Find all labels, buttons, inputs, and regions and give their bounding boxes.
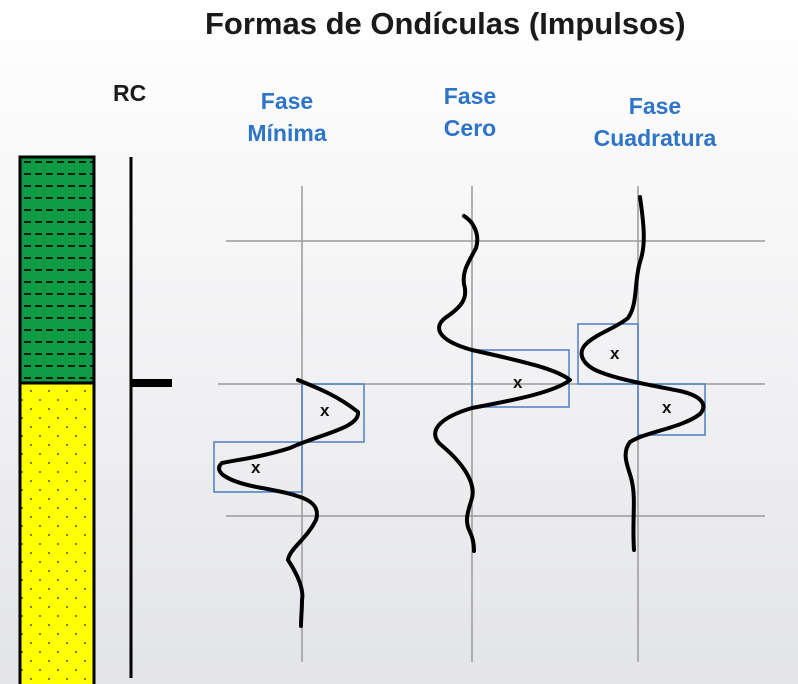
- box-quadrature-negative: [577, 323, 639, 385]
- phase-label-quadrature: Fase Cuadratura: [565, 90, 745, 154]
- wavelet-curves: [217, 195, 706, 628]
- phase-label-minimum-line1: Fase: [260, 88, 314, 114]
- mark-zero-peak: x: [513, 373, 523, 392]
- wavelet-zero-phase: [433, 214, 572, 553]
- lithology-column: [18, 155, 96, 684]
- wavelet-quadrature-phase: [579, 195, 706, 552]
- mark-quadrature-negative: x: [610, 344, 620, 363]
- mark-minimum-negative: x: [251, 458, 261, 477]
- mark-quadrature-positive: x: [662, 398, 672, 417]
- phase-label-quadrature-line1: Fase: [628, 93, 682, 119]
- box-minimum-positive: [301, 383, 365, 443]
- sand-layer: [18, 381, 96, 684]
- lobe-markers: x x x x x: [251, 344, 672, 477]
- phase-label-minimum-line2: Mínima: [247, 120, 327, 146]
- shale-layer: [18, 155, 96, 385]
- wavelet-minimum-phase: [217, 378, 360, 628]
- phase-label-quadrature-line2: Cuadratura: [593, 125, 717, 151]
- lobe-boxes: [213, 323, 706, 493]
- phase-label-zero-line2: Cero: [443, 115, 497, 141]
- mark-minimum-positive: x: [320, 401, 330, 420]
- phase-label-minimum: Fase Mínima: [222, 85, 352, 149]
- diagram-title: Formas de Ondículas (Impulsos): [205, 6, 686, 41]
- phase-label-zero: Fase Cero: [405, 80, 535, 144]
- box-minimum-negative: [213, 441, 303, 493]
- phase-label-zero-line1: Fase: [443, 83, 497, 109]
- rc-label: RC: [113, 80, 147, 106]
